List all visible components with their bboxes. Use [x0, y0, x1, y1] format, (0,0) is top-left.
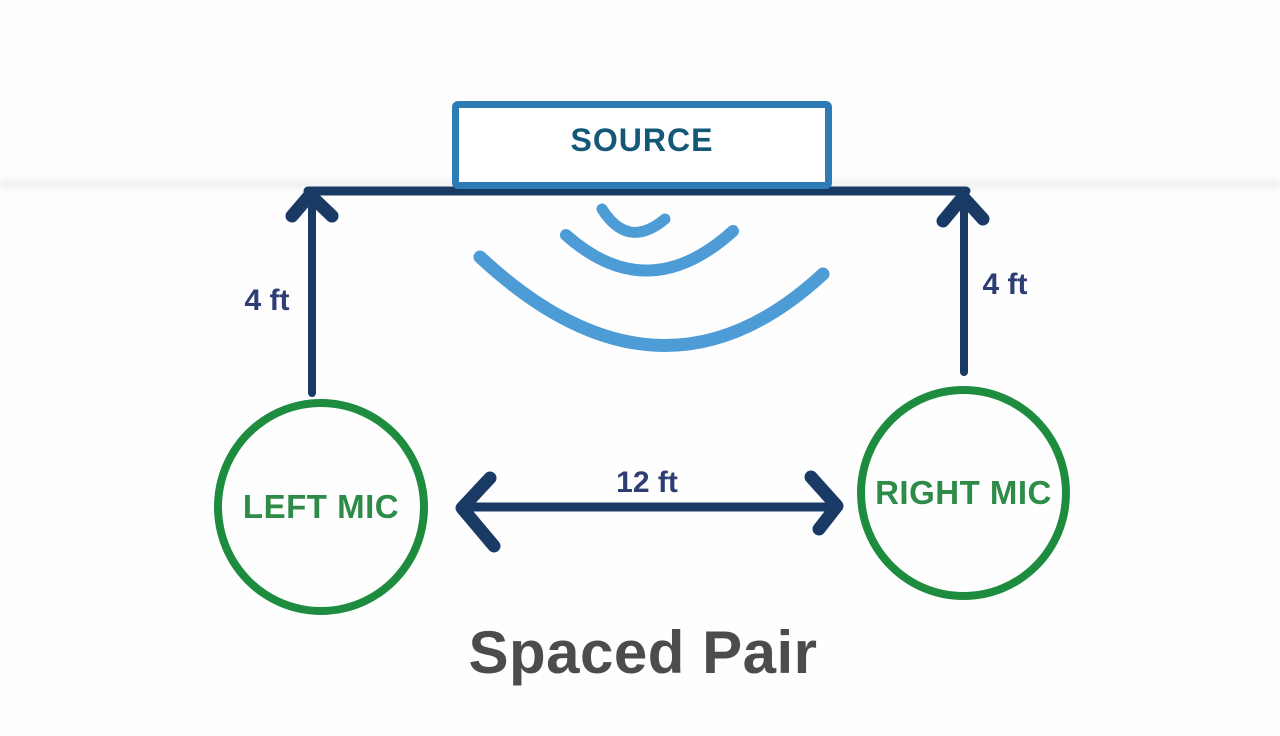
right-arrowhead-icon	[804, 470, 844, 536]
right-mic-circle: RIGHT MIC	[857, 386, 1070, 600]
left-mic-label: LEFT MIC	[242, 488, 400, 525]
right-height-label: 4 ft	[982, 268, 1028, 301]
left-height-label: 4 ft	[244, 284, 290, 317]
sound-wave-arc-large	[473, 250, 830, 352]
source-label: SOURCE	[570, 121, 714, 158]
sound-wave-arc-small	[596, 203, 671, 238]
source-box: SOURCE	[452, 101, 832, 189]
right-mic-label: RIGHT MIC	[875, 474, 1052, 511]
mic-spacing-arrow	[455, 470, 844, 553]
sound-wave-arc-medium	[560, 225, 739, 277]
up-arrowhead-icon	[936, 190, 990, 228]
sound-wave-icon	[473, 203, 830, 352]
left-height-arrow	[285, 188, 339, 397]
left-mic-circle: LEFT MIC	[214, 399, 428, 615]
left-arrowhead-icon	[455, 471, 501, 553]
up-arrowhead-icon	[285, 188, 339, 223]
right-height-arrow	[936, 190, 990, 376]
diagram-title: Spaced Pair	[468, 619, 818, 686]
spacing-label: 12 ft	[616, 466, 678, 499]
